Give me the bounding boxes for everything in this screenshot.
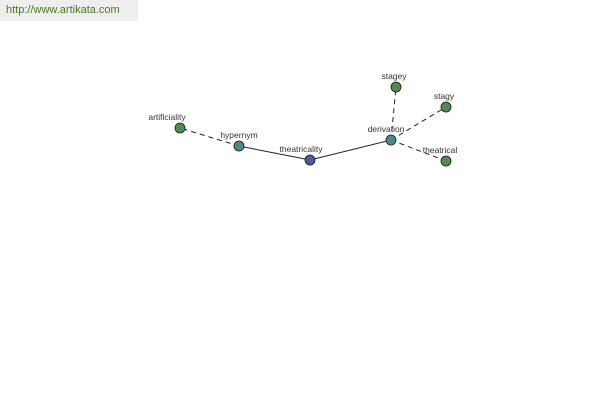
node-marker-stagy[interactable] xyxy=(440,101,452,113)
node-stagey[interactable]: stagey xyxy=(381,71,407,93)
node-theatrical[interactable]: theatrical xyxy=(423,145,458,167)
nodes-layer: artificiality hypernym theatricality deriva… xyxy=(148,71,458,167)
node-theatricality[interactable]: theatricality xyxy=(280,144,324,166)
node-label-theatrical: theatrical xyxy=(423,145,458,155)
edges-layer xyxy=(179,86,447,162)
node-label-stagy: stagy xyxy=(434,91,455,101)
node-label-derivation: derivation xyxy=(368,124,405,134)
node-hypernym[interactable]: hypernym xyxy=(220,130,258,152)
node-label-hypernym: hypernym xyxy=(220,130,257,140)
node-label-stagey: stagey xyxy=(381,71,407,81)
site-url-link[interactable]: http://www.artikata.com xyxy=(6,4,120,16)
edge-derivation-theatrical xyxy=(390,139,447,162)
site-header-bar: http://www.artikata.com xyxy=(0,0,138,21)
node-label-artificiality: artificiality xyxy=(148,112,186,122)
node-stagy[interactable]: stagy xyxy=(434,91,455,113)
node-derivation[interactable]: derivation xyxy=(368,124,405,146)
edge-theatricality-hypernym xyxy=(238,145,311,161)
node-marker-theatrical[interactable] xyxy=(440,155,452,167)
edge-hypernym-artificiality xyxy=(179,127,240,147)
node-artificiality[interactable]: artificiality xyxy=(148,112,186,134)
node-label-theatricality: theatricality xyxy=(280,144,324,154)
node-marker-derivation[interactable] xyxy=(385,134,397,146)
edge-derivation-stagy xyxy=(390,106,447,141)
node-marker-hypernym[interactable] xyxy=(233,140,245,152)
node-marker-theatricality[interactable] xyxy=(304,154,316,166)
edge-theatricality-derivation xyxy=(309,139,392,161)
node-marker-artificiality[interactable] xyxy=(174,122,186,134)
node-marker-stagey[interactable] xyxy=(390,81,402,93)
